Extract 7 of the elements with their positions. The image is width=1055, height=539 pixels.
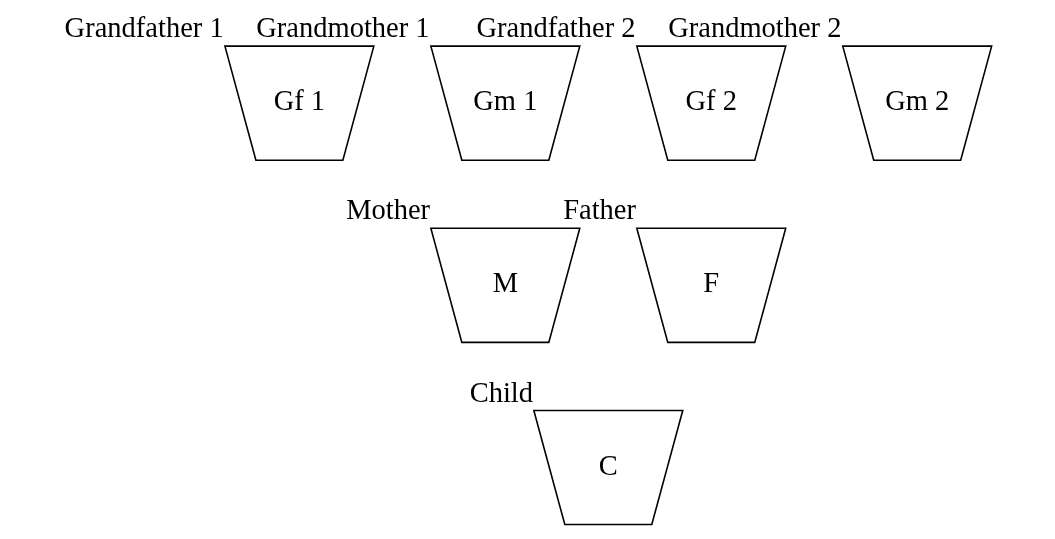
node-label: Grandmother 2 xyxy=(668,12,842,44)
node-label: Father xyxy=(563,194,636,226)
node-label: Grandmother 1 xyxy=(256,12,430,44)
node-label: Child xyxy=(469,376,534,408)
node-label: Grandfather 2 xyxy=(476,12,636,44)
node-label: Grandfather 1 xyxy=(64,12,224,44)
node-label: Mother xyxy=(346,194,431,226)
